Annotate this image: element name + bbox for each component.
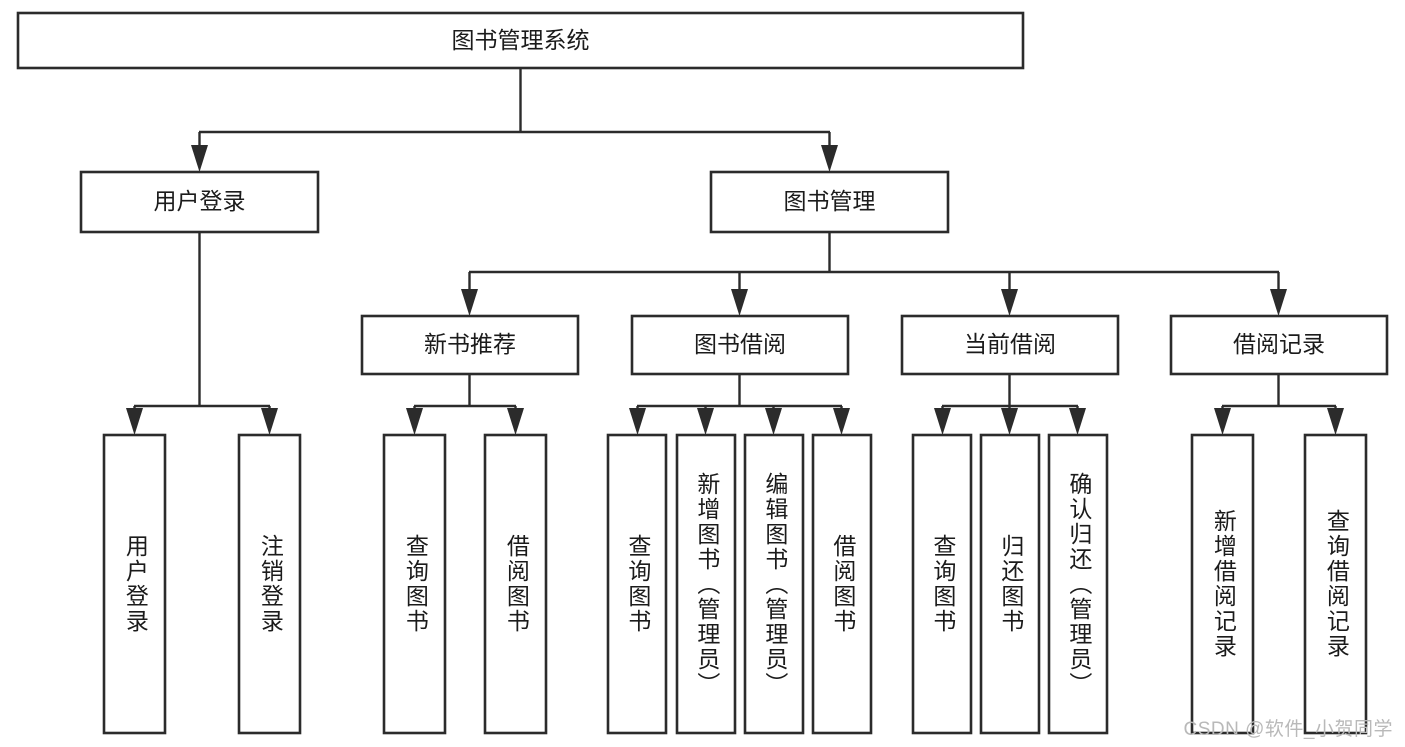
- leaf-book-borrow-query[interactable]: 查询图书: [606, 433, 668, 735]
- node-book-management-label: 图书管理: [784, 188, 876, 214]
- leaf-user-login-login[interactable]: 用户登录: [102, 433, 167, 735]
- leaf-label: 新增借阅记录: [1210, 509, 1237, 659]
- node-user-login-label: 用户登录: [154, 188, 246, 214]
- connector-book-mgmt-to-level2: [461, 232, 1287, 316]
- node-root[interactable]: 图书管理系统: [16, 11, 1025, 70]
- leaf-borrow-record-add[interactable]: 新增借阅记录: [1190, 433, 1255, 735]
- leaf-label: 编辑图书（管理员）: [761, 471, 788, 697]
- leaf-label: 注销登录: [257, 534, 284, 634]
- leaf-current-borrow-query[interactable]: 查询图书: [911, 433, 973, 735]
- leaf-book-borrow-edit[interactable]: 编辑图书（管理员）: [743, 433, 805, 735]
- node-book-borrow-label: 图书借阅: [694, 331, 786, 357]
- node-book-borrow[interactable]: 图书借阅: [630, 314, 850, 376]
- leaf-new-book-borrow[interactable]: 借阅图书: [483, 433, 548, 735]
- node-borrow-record[interactable]: 借阅记录: [1169, 314, 1389, 376]
- leaf-current-borrow-return[interactable]: 归还图书: [979, 433, 1041, 735]
- leaf-user-login-logout[interactable]: 注销登录: [237, 433, 302, 735]
- connector-new-book-to-leaves: [406, 374, 524, 435]
- connector-current-borrow-to-leaves: [934, 374, 1086, 435]
- node-borrow-record-label: 借阅记录: [1233, 331, 1325, 357]
- node-root-label: 图书管理系统: [452, 27, 590, 53]
- leaf-current-borrow-confirm[interactable]: 确认归还（管理员）: [1047, 433, 1109, 735]
- connector-book-borrow-to-leaves: [629, 374, 850, 435]
- leaf-label: 查询图书: [624, 534, 651, 634]
- connector-user-login-to-leaves: [126, 232, 278, 435]
- leaf-label: 确认归还（管理员）: [1065, 471, 1092, 697]
- node-current-borrow[interactable]: 当前借阅: [900, 314, 1120, 376]
- connector-borrow-record-to-leaves: [1214, 374, 1344, 435]
- leaf-new-book-query[interactable]: 查询图书: [382, 433, 447, 735]
- leaf-label: 查询借阅记录: [1323, 509, 1350, 659]
- node-new-book-recommend-label: 新书推荐: [424, 331, 516, 357]
- leaf-label: 借阅图书: [829, 534, 856, 634]
- leaf-book-borrow-borrow[interactable]: 借阅图书: [811, 433, 873, 735]
- node-book-management[interactable]: 图书管理: [709, 170, 950, 234]
- node-new-book-recommend[interactable]: 新书推荐: [360, 314, 580, 376]
- leaf-borrow-record-query[interactable]: 查询借阅记录: [1303, 433, 1368, 735]
- connector-root-to-level1: [191, 68, 838, 172]
- leaf-label: 用户登录: [122, 534, 149, 634]
- leaf-book-borrow-add[interactable]: 新增图书（管理员）: [675, 433, 737, 735]
- leaf-label: 新增图书（管理员）: [693, 471, 720, 697]
- leaf-label: 归还图书: [997, 534, 1024, 634]
- node-user-login[interactable]: 用户登录: [79, 170, 320, 234]
- leaf-label: 查询图书: [929, 534, 956, 634]
- node-current-borrow-label: 当前借阅: [964, 331, 1056, 357]
- leaf-label: 借阅图书: [503, 534, 530, 634]
- leaf-label: 查询图书: [402, 534, 429, 634]
